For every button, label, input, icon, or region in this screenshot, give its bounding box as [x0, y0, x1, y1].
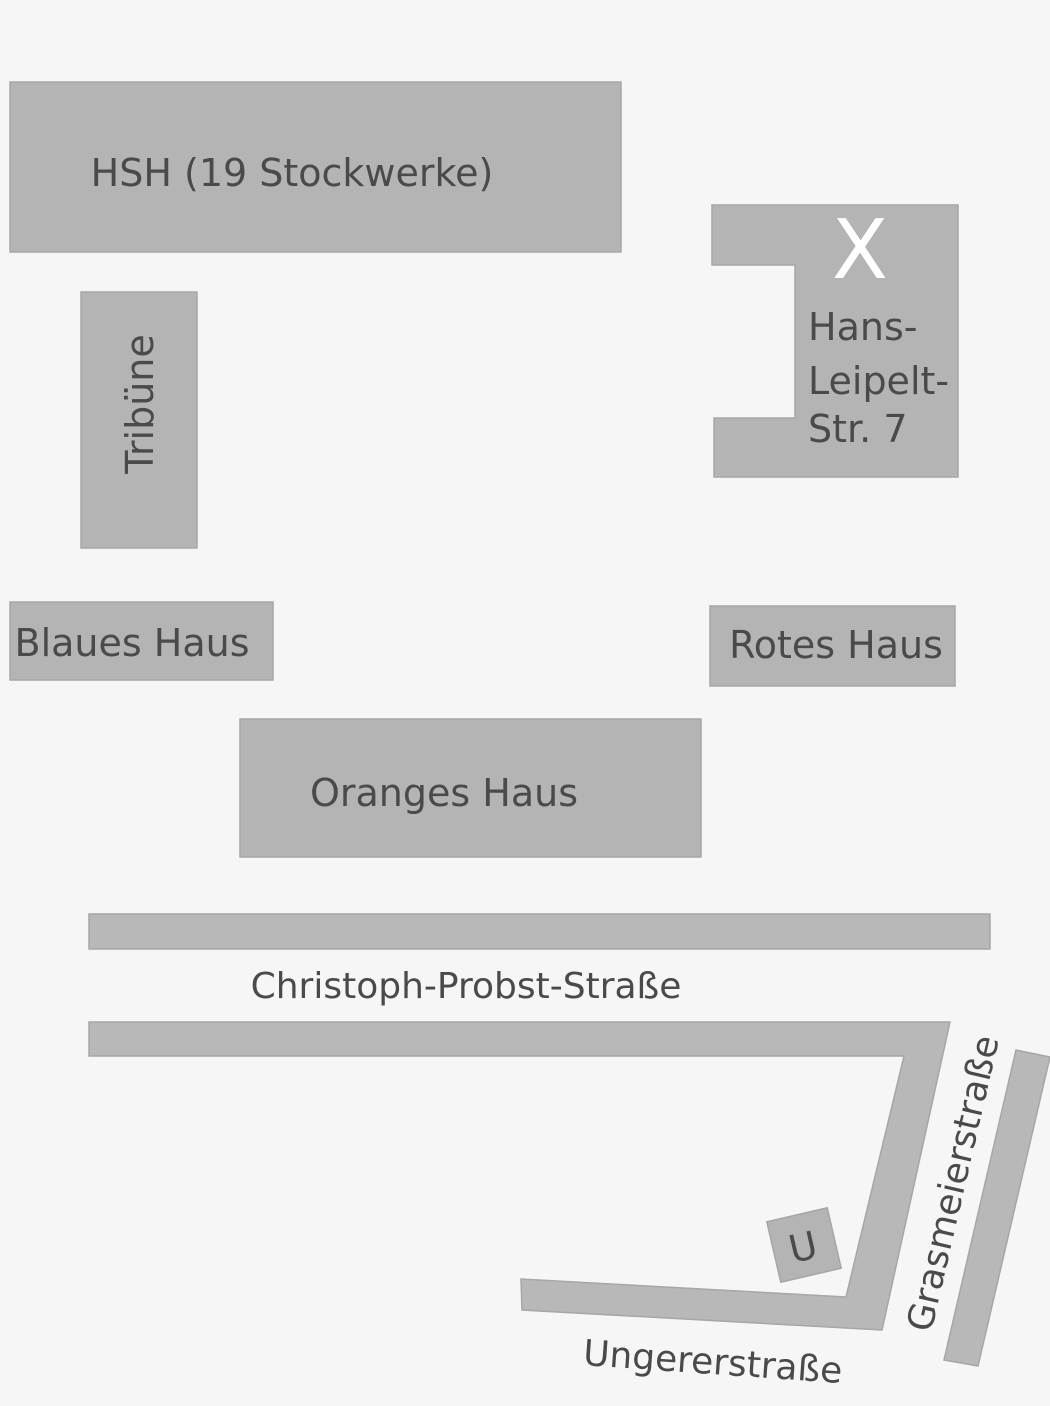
hans-leipelt-building[interactable]: X Hans- Leipelt- Str. 7 [711, 203, 959, 478]
tribuene-label: Tribüne [118, 334, 162, 474]
hans-leipelt-label-line2: Leipelt- [808, 359, 949, 403]
christoph-probst-label: Christoph-Probst-Straße [251, 966, 682, 1007]
rotes-haus-label: Rotes Haus [729, 623, 943, 667]
christoph-probst-street[interactable]: Christoph-Probst-Straße [88, 913, 991, 1007]
hsh-label: HSH (19 Stockwerke) [91, 151, 494, 195]
ungerer-label: Ungererstraße [582, 1333, 844, 1392]
hans-leipelt-label-line3: Str. 7 [808, 407, 908, 451]
blaues-haus-label: Blaues Haus [15, 621, 250, 665]
rotes-haus-building[interactable]: Rotes Haus [709, 605, 956, 687]
oranges-haus-label: Oranges Haus [310, 771, 578, 815]
tribuene-building[interactable]: Tribüne [80, 291, 198, 549]
blaues-haus-building[interactable]: Blaues Haus [9, 601, 274, 681]
destination-marker: X [832, 203, 888, 298]
ungerer-street[interactable]: Ungererstraße [88, 1021, 951, 1392]
subway-station-icon[interactable]: U [765, 1206, 843, 1284]
hsh-building[interactable]: HSH (19 Stockwerke) [9, 81, 622, 253]
hans-leipelt-label-line1: Hans- [808, 305, 917, 349]
oranges-haus-building[interactable]: Oranges Haus [239, 718, 702, 858]
